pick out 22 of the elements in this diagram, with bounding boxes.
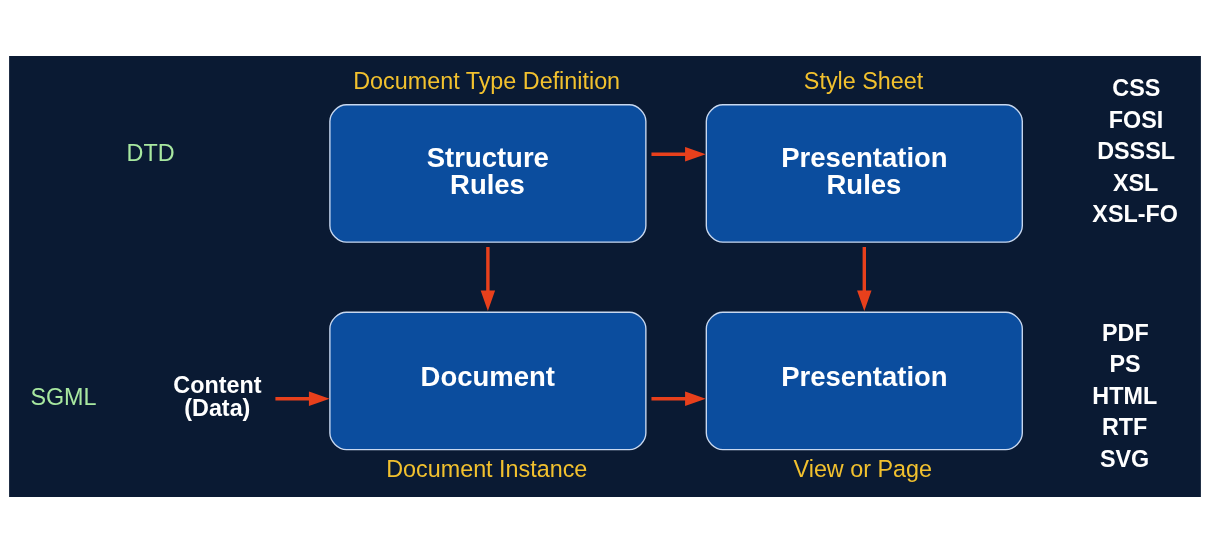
- label: PDF: [1101, 319, 1149, 346]
- label: CSS: [1112, 74, 1161, 101]
- label: HTML: [1092, 382, 1158, 409]
- arrow: [480, 246, 496, 311]
- label: PS: [1109, 350, 1141, 377]
- arrow: [651, 146, 706, 161]
- node-label: Style Sheet: [803, 67, 924, 94]
- label: FOSI: [1108, 106, 1164, 133]
- arrow: [857, 246, 872, 311]
- label: XSL: [1112, 169, 1159, 196]
- arrow: [275, 391, 330, 406]
- label: RTF: [1101, 413, 1148, 440]
- node-label: Document Instance: [386, 455, 588, 482]
- label: DSSSL: [1097, 137, 1175, 164]
- label: DTD: [126, 139, 175, 166]
- arrow: [651, 391, 706, 406]
- node-text: Content (Data): [173, 371, 262, 421]
- label: SGML: [30, 383, 97, 410]
- label: XSL-FO: [1092, 200, 1178, 227]
- node-label: Document Type Definition: [353, 67, 621, 94]
- label: SVG: [1099, 445, 1150, 472]
- node-label: View or Page: [793, 455, 932, 482]
